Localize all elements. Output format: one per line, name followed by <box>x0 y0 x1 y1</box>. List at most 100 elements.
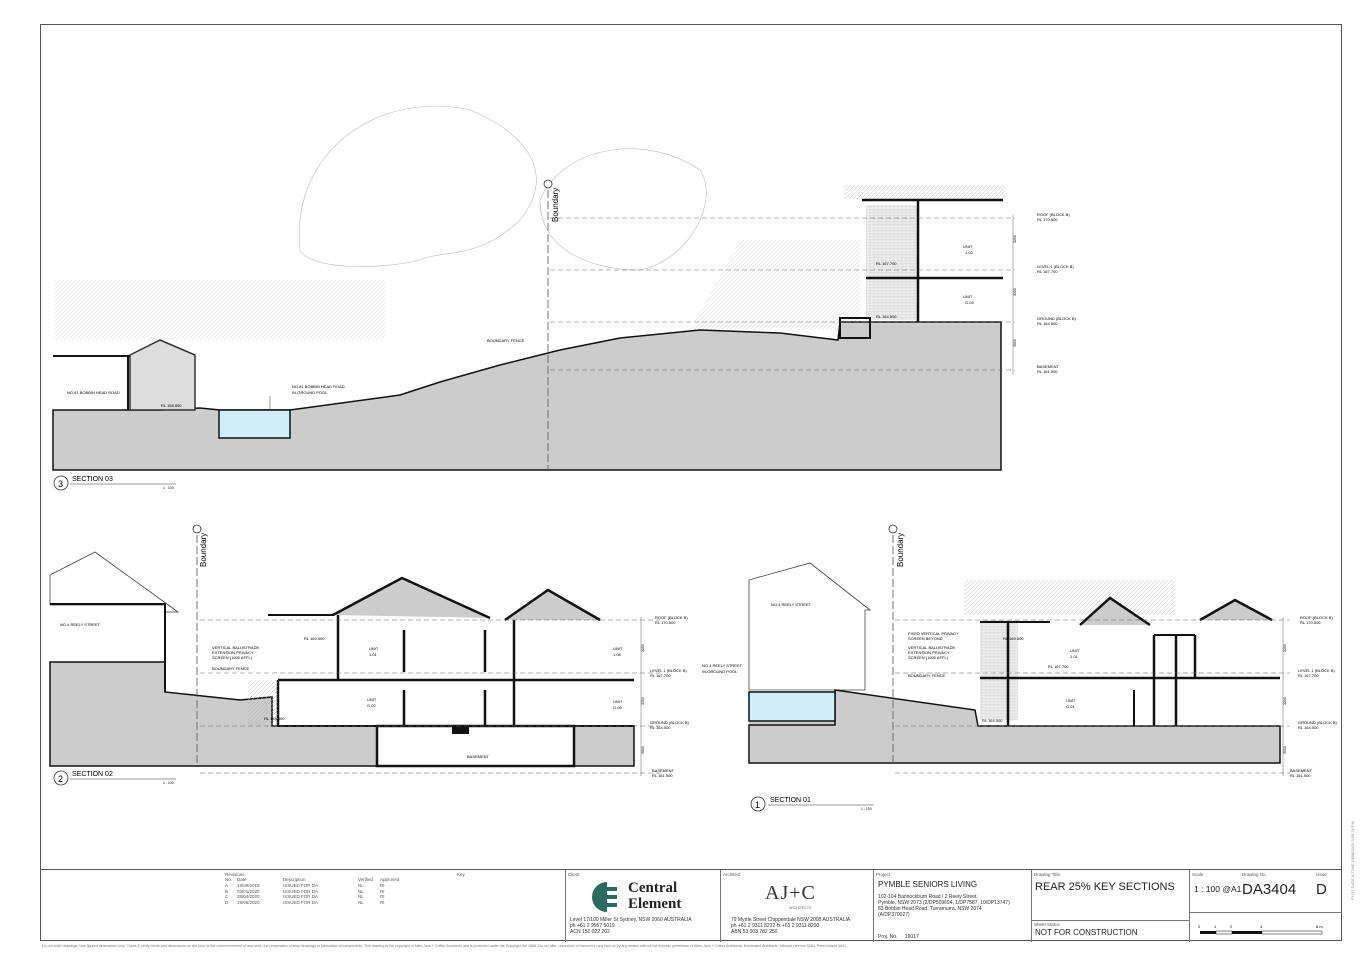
svg-text:RL 170.500: RL 170.500 <box>1037 217 1058 222</box>
architect-phone: ph +61 2 9311 8222 fx +61 2 9311 8200 <box>731 923 820 929</box>
svg-text:0: 0 <box>1198 924 1201 929</box>
svg-text:GROUND (BLOCK B): GROUND (BLOCK B) <box>650 720 690 725</box>
svg-text:LEVEL 1 (BLOCK B): LEVEL 1 (BLOCK B) <box>1298 668 1335 673</box>
client-phone: ph +61 2 9957 5019 <box>570 923 615 929</box>
client-acn: ACN 151 022 202 <box>570 929 610 935</box>
svg-text:1.02: 1.02 <box>965 250 974 255</box>
svg-text:FIXED VERTICAL PRIVACY: FIXED VERTICAL PRIVACY <box>908 631 959 636</box>
svg-text:G.05: G.05 <box>965 300 974 305</box>
svg-text:RL 167.700: RL 167.700 <box>876 261 897 266</box>
svg-text:3: 3 <box>58 479 63 489</box>
svg-text:G.05: G.05 <box>613 705 622 710</box>
revision-cell: C <box>225 894 229 899</box>
revision-cell: NL <box>358 888 364 894</box>
project-address-3: 83 Bobbin Head Road, Turramurra, NSW 207… <box>878 906 982 912</box>
svg-text:NO.4 REELY STREET: NO.4 REELY STREET <box>771 602 812 607</box>
drawing-no-label: Drawing No. <box>1242 872 1267 877</box>
project-address-2: Pymble, NSW 2073 (2/DP509694, 1/DP7587, … <box>878 900 1010 906</box>
svg-text:1.01: 1.01 <box>1070 654 1079 659</box>
footer-disclaimer: Do not scale drawings. Use figured dimen… <box>42 944 847 948</box>
svg-text:NO.81 BOBBIN HEAD ROAD: NO.81 BOBBIN HEAD ROAD <box>292 384 345 389</box>
svg-text:RL 164.500: RL 164.500 <box>876 314 897 319</box>
revision-cell: ISSUED FOR DA <box>283 883 319 888</box>
svg-text:1: 1 <box>1214 924 1217 929</box>
scale-bar: 0 1 2 4 8 m <box>1198 924 1323 935</box>
section-03: NO.81 BOBBIN HEAD ROAD RL 158.550 NO.81 … <box>52 105 1077 491</box>
svg-text:BASEMENT: BASEMENT <box>1037 364 1060 369</box>
svg-text:RL 170.500: RL 170.500 <box>1300 620 1321 625</box>
svg-text:SECTION 03: SECTION 03 <box>72 476 113 483</box>
svg-text:RL 161.500: RL 161.500 <box>652 773 673 778</box>
rev-col-verified: Verified <box>358 877 374 882</box>
proj-no: 19017 <box>904 934 919 940</box>
svg-text:RL 169.500: RL 169.500 <box>1003 636 1024 641</box>
revision-cell: NL <box>358 899 364 905</box>
svg-text:3000: 3000 <box>641 746 645 754</box>
architect-abn: ABN 53 003 782 250 <box>731 929 778 935</box>
svg-text:2: 2 <box>1230 924 1233 929</box>
svg-text:VERTICAL BALUSTRADE: VERTICAL BALUSTRADE <box>908 645 955 650</box>
svg-text:RL 167.700: RL 167.700 <box>1048 664 1069 669</box>
svg-text:RL 164.500: RL 164.500 <box>1298 725 1319 730</box>
svg-text:BASEMENT: BASEMENT <box>467 754 490 759</box>
svg-text:3200: 3200 <box>641 697 645 705</box>
scale-label: Scale <box>1192 872 1204 877</box>
revisions-label: Revisions <box>225 872 245 877</box>
svg-text:BASEMENT: BASEMENT <box>1290 768 1313 773</box>
revisions-cell: Revisions No. Date Description Verified … <box>225 870 410 942</box>
sections-drawing: NO.81 BOBBIN HEAD ROAD RL 158.550 NO.81 … <box>49 105 1338 812</box>
svg-text:1.08: 1.08 <box>613 652 622 657</box>
revision-cell: RI <box>380 883 385 888</box>
svg-text:RL 161.500: RL 161.500 <box>1290 773 1311 778</box>
architect-label: Architect <box>723 872 741 877</box>
svg-text:SCREEN (1600 AFFL): SCREEN (1600 AFFL) <box>908 655 949 660</box>
svg-text:VERTICAL BALUSTRADE: VERTICAL BALUSTRADE <box>212 645 259 650</box>
svg-text:UNIT: UNIT <box>963 294 973 299</box>
revision-cell: A <box>225 883 229 888</box>
revision-cell: RI <box>380 888 385 894</box>
svg-text:IN-GROUND POOL: IN-GROUND POOL <box>702 669 738 674</box>
key-cell: Key <box>410 870 565 942</box>
svg-text:LEVEL 1 (BLOCK B): LEVEL 1 (BLOCK B) <box>1037 264 1074 269</box>
svg-text:UNIT: UNIT <box>1070 648 1080 653</box>
svg-text:UNIT: UNIT <box>613 646 623 651</box>
drawing-sheet <box>40 24 1342 941</box>
project-address-1: 102-104 Bannockburn Road / 2 Reely Stree… <box>878 894 978 900</box>
svg-text:BOUNDARY FENCE: BOUNDARY FENCE <box>212 666 250 671</box>
revision-cell: RI <box>380 899 385 905</box>
svg-text:3200: 3200 <box>1283 697 1287 705</box>
svg-text:1: 1 <box>755 800 760 810</box>
svg-text:RL 167.700: RL 167.700 <box>1298 673 1319 678</box>
svg-text:RL 164.500: RL 164.500 <box>982 718 1003 723</box>
project-address-4: (A/DP370027) <box>878 912 910 918</box>
proj-no-label: Proj. No. <box>878 934 898 940</box>
revision-cell: 18/06/2019 <box>237 883 260 888</box>
revision-cell: 28/04/2020 <box>237 894 260 899</box>
drawing-number-cell: Scale 1 : 100 @A1 Drawing No. DA3404 Iss… <box>1189 870 1342 942</box>
svg-text:Boundary: Boundary <box>199 533 208 567</box>
svg-text:UNIT: UNIT <box>367 697 377 702</box>
svg-text:ROOF (BLOCK B): ROOF (BLOCK B) <box>1300 615 1333 620</box>
svg-text:3200: 3200 <box>641 644 645 652</box>
rev-col-desc: Description <box>283 877 306 882</box>
project-label: Project <box>876 872 891 877</box>
revision-cell: RI <box>380 894 385 899</box>
svg-text:4: 4 <box>1260 924 1263 929</box>
svg-text:IN-GROUND POOL: IN-GROUND POOL <box>292 390 328 395</box>
revision-cell: ISSUED FOR DA <box>283 894 319 899</box>
svg-text:3200: 3200 <box>1013 235 1017 243</box>
section-02: NO.4 REELY STREET Boundary BASEMENT UNIT… <box>49 524 690 786</box>
client-address-line: Level 17/100 Miller St Sydney, NSW 2060 … <box>570 917 692 923</box>
svg-text:RL 164.500: RL 164.500 <box>264 716 285 721</box>
svg-text:RL 169.500: RL 169.500 <box>304 636 325 641</box>
client-label: Client <box>568 872 580 877</box>
svg-text:BASEMENT: BASEMENT <box>652 768 675 773</box>
client-name: Central Element <box>628 880 681 912</box>
svg-text:RL 167.700: RL 167.700 <box>1037 269 1058 274</box>
svg-text:GROUND (BLOCK B): GROUND (BLOCK B) <box>1298 720 1338 725</box>
svg-text:UNIT: UNIT <box>1066 698 1076 703</box>
section-01: NO.4 REELY STREET NO.4 REELY STREET IN-G… <box>702 524 1338 812</box>
svg-text:RL 158.550: RL 158.550 <box>161 403 182 408</box>
revision-cell: NL <box>358 894 364 899</box>
rev-col-date: Date <box>237 877 247 882</box>
